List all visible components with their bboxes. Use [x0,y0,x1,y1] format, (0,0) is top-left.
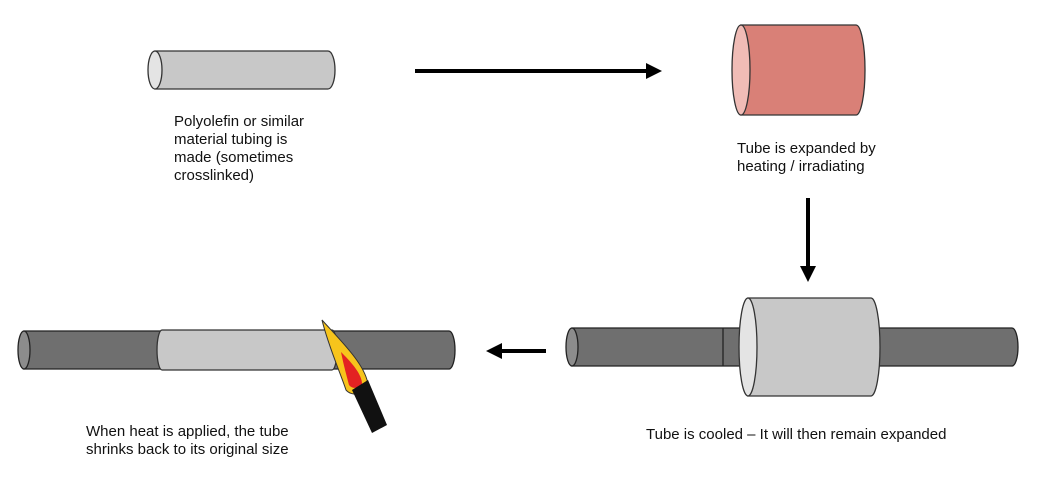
original-tube-end [147,50,163,90]
torch-nozzle [352,380,387,433]
right-rod-end [565,327,579,367]
left-rod-end [17,330,31,370]
original-tube-body [154,50,336,90]
expanded-tube-end [731,24,751,116]
shrunk-tube-assembly [17,329,456,371]
step3-caption: Tube is cooled – It will then remain exp… [646,426,947,443]
flame-inner [341,352,362,388]
shrunk-tube-body [156,329,338,371]
step4-caption: When heat is applied, the tube shrinks b… [86,423,289,458]
step2-caption: Tube is expanded by heating / irradiatin… [737,140,876,175]
original-tube [147,50,336,90]
cooled-tube-assembly [565,297,1019,397]
cooled-tube-end [738,297,758,397]
step1-caption: Polyolefin or similar material tubing is… [174,113,305,184]
torch-flame-icon [321,319,387,433]
cooled-tube-body [747,297,881,397]
expanded-tube-heated [731,24,866,116]
expanded-tube-body [740,24,866,116]
